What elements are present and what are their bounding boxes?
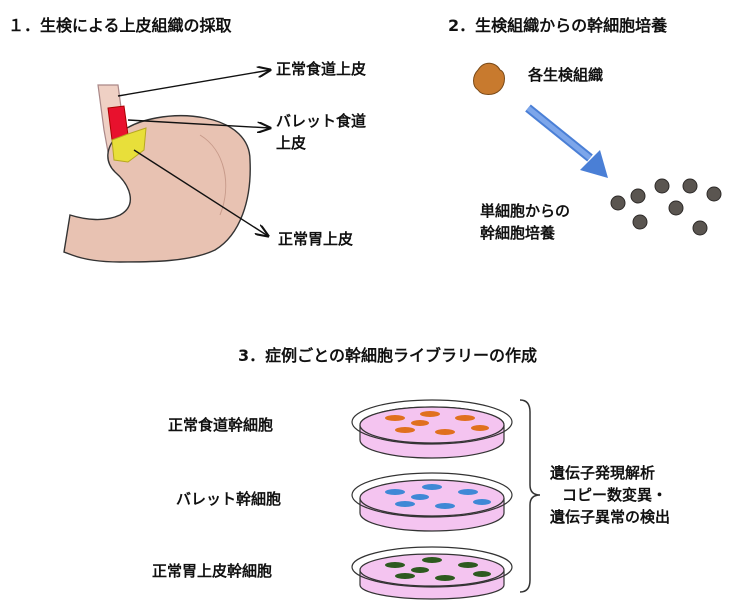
label-dish-stomach: 正常胃上皮幹細胞 [152,560,272,581]
label-dish-esophagus: 正常食道幹細胞 [168,414,273,435]
analysis-line2: コピー数変異・ [562,484,667,505]
label-normal-stomach: 正常胃上皮 [278,228,353,249]
petri-dish-stomach [352,547,512,599]
label-culture-line2: 幹細胞培養 [480,222,555,243]
section3-title: 3．症例ごとの幹細胞ライブラリーの作成 [238,342,537,366]
petri-dish-barrett [352,473,512,531]
analysis-line3: 遺伝子異常の検出 [550,506,670,527]
label-barrett-line1: バレット食道 [276,110,366,131]
section2-title: 2．生検組織からの幹細胞培養 [448,12,667,36]
label-dish-barrett: バレット幹細胞 [176,488,281,509]
petri-dish-esophagus [352,400,512,458]
biopsy-tissue-icon [474,63,505,94]
culture-arrow [528,108,608,178]
bracket [520,400,540,592]
stomach-shape [64,116,250,262]
stem-cells [611,179,721,235]
label-biopsy-tissue: 各生検組織 [528,64,603,85]
label-normal-esophagus: 正常食道上皮 [276,58,366,79]
analysis-line1: 遺伝子発現解析 [550,462,655,483]
pointer-esophagus [118,70,270,96]
label-barrett-line2: 上皮 [276,132,306,153]
label-culture-line1: 単細胞からの [480,200,570,221]
